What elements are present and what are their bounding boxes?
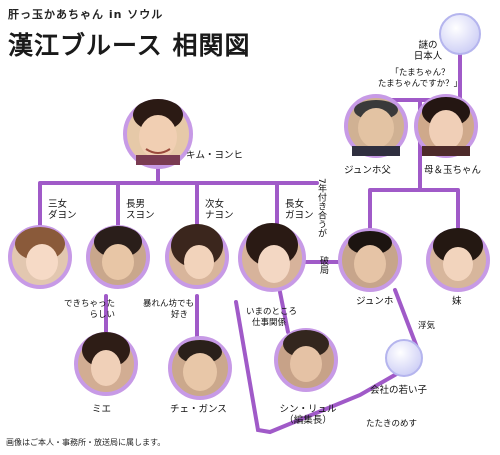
- label-chonan: 長男 スヨン: [126, 199, 155, 221]
- line-junho-woman: [393, 288, 420, 352]
- note-tama-quote: 「たまちゃん？ たまちゃんですか？」: [378, 68, 462, 90]
- connection-lines: [38, 36, 462, 435]
- label-sanjo: 三女 ダヨン: [48, 199, 77, 221]
- footer-copyright: 画像はご本人・事務所・放送局に属します。: [6, 438, 166, 447]
- person-chonan-suyon: [86, 225, 150, 289]
- label-mysterious-line1: 謎の: [418, 40, 438, 51]
- note-hakyoku: 破局: [318, 256, 328, 274]
- label-mother-tama: 母＆玉ちゃん: [424, 165, 482, 176]
- person-mysterious-japanese: [439, 13, 481, 55]
- note-dekichatta-line2: らしい: [89, 310, 116, 320]
- label-mysterious: 謎の 日本人: [414, 40, 443, 62]
- note-nana-nen: 7年付き合うが: [316, 178, 326, 238]
- label-chojo: 長女 ガヨン: [285, 199, 314, 221]
- person-junho: [338, 228, 402, 292]
- label-chonan-line1: 長男: [126, 199, 146, 210]
- note-imanotokoro-line2: 仕事関係: [252, 318, 287, 328]
- person-sanjo-dayon: [8, 225, 72, 289]
- note-dekichatta: できちゃった らしい: [64, 299, 115, 321]
- person-imouto: [426, 228, 490, 292]
- label-jijo-line1: 次女: [205, 199, 225, 210]
- note-tatakinomesu: たたきのめす: [366, 419, 418, 429]
- person-jijo-nayon: [165, 224, 229, 289]
- label-junho: ジュンホ: [356, 296, 394, 307]
- line-woman-beat: [234, 300, 402, 435]
- note-abarenbou-line1: 暴れん坊でも: [143, 299, 195, 309]
- label-shin: シン・リュル （編集長）: [279, 404, 336, 426]
- person-shin-ryul: [274, 328, 338, 392]
- note-tama-line2: たまちゃんですか？」: [377, 79, 463, 89]
- label-chojo-line2: ガヨン: [285, 210, 314, 221]
- line-kim-children: [38, 163, 319, 234]
- person-mie: [74, 332, 138, 396]
- page-title: 漢江ブルース 相関図: [8, 31, 251, 60]
- person-mother-tama: [414, 94, 478, 158]
- note-tama-line1: 「たまちゃん？: [390, 68, 450, 78]
- line-parents-children: [368, 98, 460, 234]
- note-dekichatta-line1: できちゃった: [64, 299, 116, 309]
- label-sanjo-line1: 三女: [48, 199, 68, 210]
- label-shin-line1: シン・リュル: [279, 404, 337, 415]
- label-chonan-line2: スヨン: [126, 210, 155, 221]
- note-abarenbou: 暴れん坊でも 好き: [143, 299, 194, 321]
- label-jijo: 次女 ナヨン: [205, 199, 234, 221]
- label-jijo-line2: ナヨン: [205, 210, 234, 221]
- label-shin-line2: （編集長）: [284, 415, 332, 426]
- label-chojo-line1: 長女: [285, 199, 305, 210]
- note-imanotokoro-line1: いまのところ: [246, 307, 298, 317]
- person-kim-yonhi: [123, 99, 193, 169]
- note-abarenbou-line2: 好き: [171, 310, 189, 320]
- label-imouto: 妹: [452, 296, 462, 307]
- person-che-gangsu: [168, 336, 232, 400]
- note-uwaki: 浮気: [418, 321, 436, 331]
- label-young-woman: 会社の若い子: [370, 385, 428, 396]
- label-kim: キム・ヨンヒ: [186, 150, 244, 161]
- line-chojo-shin: [278, 290, 290, 334]
- person-junho-father: [344, 94, 408, 158]
- label-junho-father: ジュンホ父: [344, 165, 391, 176]
- label-mysterious-line2: 日本人: [413, 51, 443, 62]
- note-imanotokoro: いまのところ 仕事関係: [246, 307, 297, 329]
- person-chojo-gayon: [238, 223, 306, 292]
- person-young-woman: [385, 339, 423, 377]
- label-mie: ミエ: [92, 404, 112, 415]
- header-subtitle: 肝っ玉かあちゃん in ソウル: [8, 8, 164, 21]
- label-che-gangsu: チェ・ガンス: [170, 404, 227, 415]
- label-sanjo-line2: ダヨン: [48, 210, 77, 221]
